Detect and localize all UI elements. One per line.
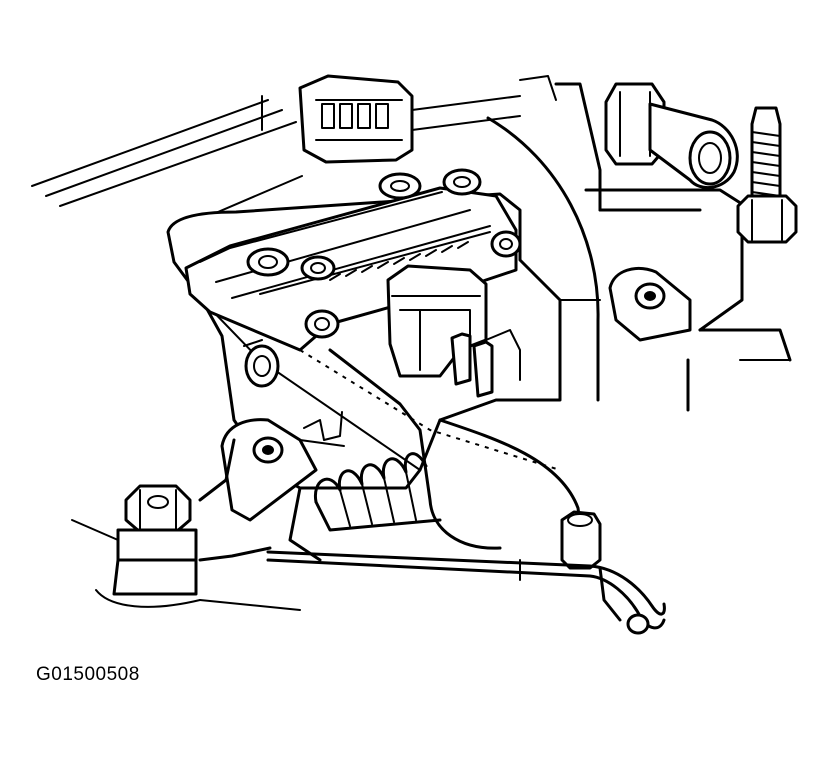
module-screw-lower [306, 311, 338, 337]
wiring-harness-connector [300, 76, 556, 162]
bolt-lower-left [114, 486, 196, 594]
threaded-stud [738, 108, 796, 242]
bracket-mounting-ear-left [222, 420, 316, 520]
module-screw-top [380, 174, 420, 198]
wire-terminal [562, 512, 600, 568]
metal-strap [268, 552, 664, 633]
module-screw-right [444, 170, 480, 194]
module-connector-plug [388, 266, 520, 396]
module-screw-bracket [492, 232, 520, 256]
module-screw-middle [302, 257, 334, 279]
module-screw-left [248, 249, 288, 275]
coolant-hose-fitting [606, 84, 737, 188]
bracket-mounting-ear-right [610, 269, 690, 340]
figure-id-label: G01500508 [36, 664, 140, 685]
ignition-control-module [186, 170, 520, 350]
lower-housing-lines [72, 440, 300, 610]
bracket-clip [300, 412, 344, 446]
ground-wire-path [300, 350, 580, 548]
bracket-port [244, 340, 278, 386]
